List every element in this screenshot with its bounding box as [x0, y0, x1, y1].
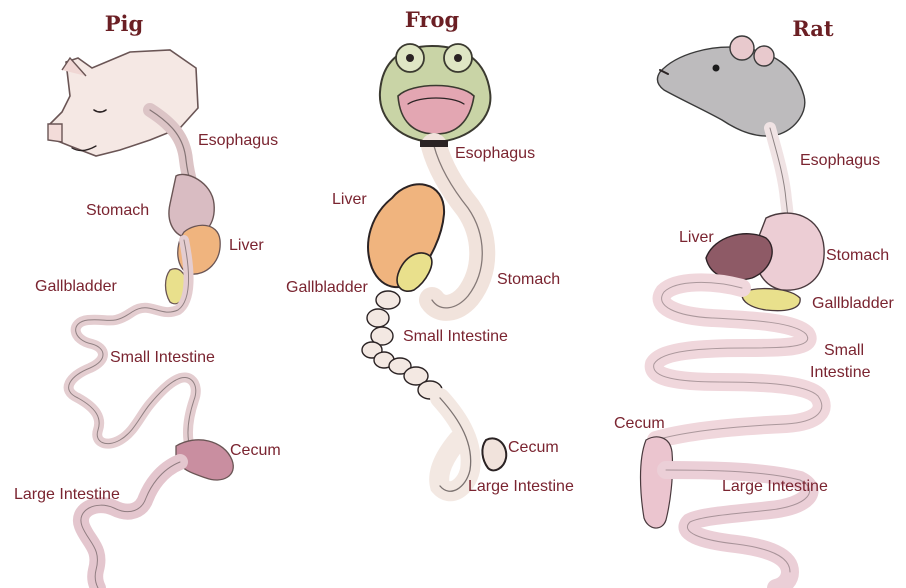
- pig-label-esophagus: Esophagus: [198, 132, 278, 149]
- pig-label-large-intestine: Large Intestine: [14, 486, 120, 503]
- rat-label-liver: Liver: [679, 229, 714, 246]
- pig-title: Pig: [105, 11, 144, 36]
- frog-label-cecum: Cecum: [508, 439, 559, 456]
- rat-label-large-intestine: Large Intestine: [722, 478, 828, 495]
- frog-label-gallbladder: Gallbladder: [286, 279, 369, 296]
- pig-label-liver: Liver: [229, 237, 264, 254]
- pig-panel: Pig Esophagus Stomach Liver Gallbladder …: [14, 11, 281, 588]
- rat-cecum: [641, 437, 673, 528]
- pig-label-stomach: Stomach: [86, 202, 149, 219]
- pig-label-cecum: Cecum: [230, 442, 281, 459]
- rat-panel: Rat Esophagus Liver Stomach Gallbladd: [614, 16, 895, 588]
- rat-label-esophagus: Esophagus: [800, 152, 880, 169]
- frog-esophagus-band: [420, 140, 448, 147]
- rat-head-illustration: [657, 36, 804, 136]
- frog-label-liver: Liver: [332, 191, 367, 208]
- frog-title: Frog: [405, 7, 460, 32]
- rat-gallbladder: [742, 289, 800, 311]
- rat-label-gallbladder: Gallbladder: [812, 295, 895, 312]
- frog-panel: Frog: [286, 7, 574, 495]
- pig-label-small-intestine: Small Intestine: [110, 349, 215, 366]
- frog-label-large-intestine: Large Intestine: [468, 478, 574, 495]
- rat-label-stomach: Stomach: [826, 247, 889, 264]
- frog-label-esophagus: Esophagus: [455, 145, 535, 162]
- frog-cecum: [482, 438, 506, 470]
- rat-title: Rat: [792, 16, 834, 41]
- frog-label-small-intestine: Small Intestine: [403, 328, 508, 345]
- frog-head-illustration: [380, 44, 491, 142]
- frog-label-stomach: Stomach: [497, 271, 560, 288]
- pig-label-gallbladder: Gallbladder: [35, 278, 118, 295]
- frog-large-intestine: [439, 398, 470, 491]
- rat-label-small-intestine-line1: Small: [824, 342, 864, 359]
- rat-label-small-intestine-line2: Intestine: [810, 364, 871, 381]
- rat-label-cecum: Cecum: [614, 415, 665, 432]
